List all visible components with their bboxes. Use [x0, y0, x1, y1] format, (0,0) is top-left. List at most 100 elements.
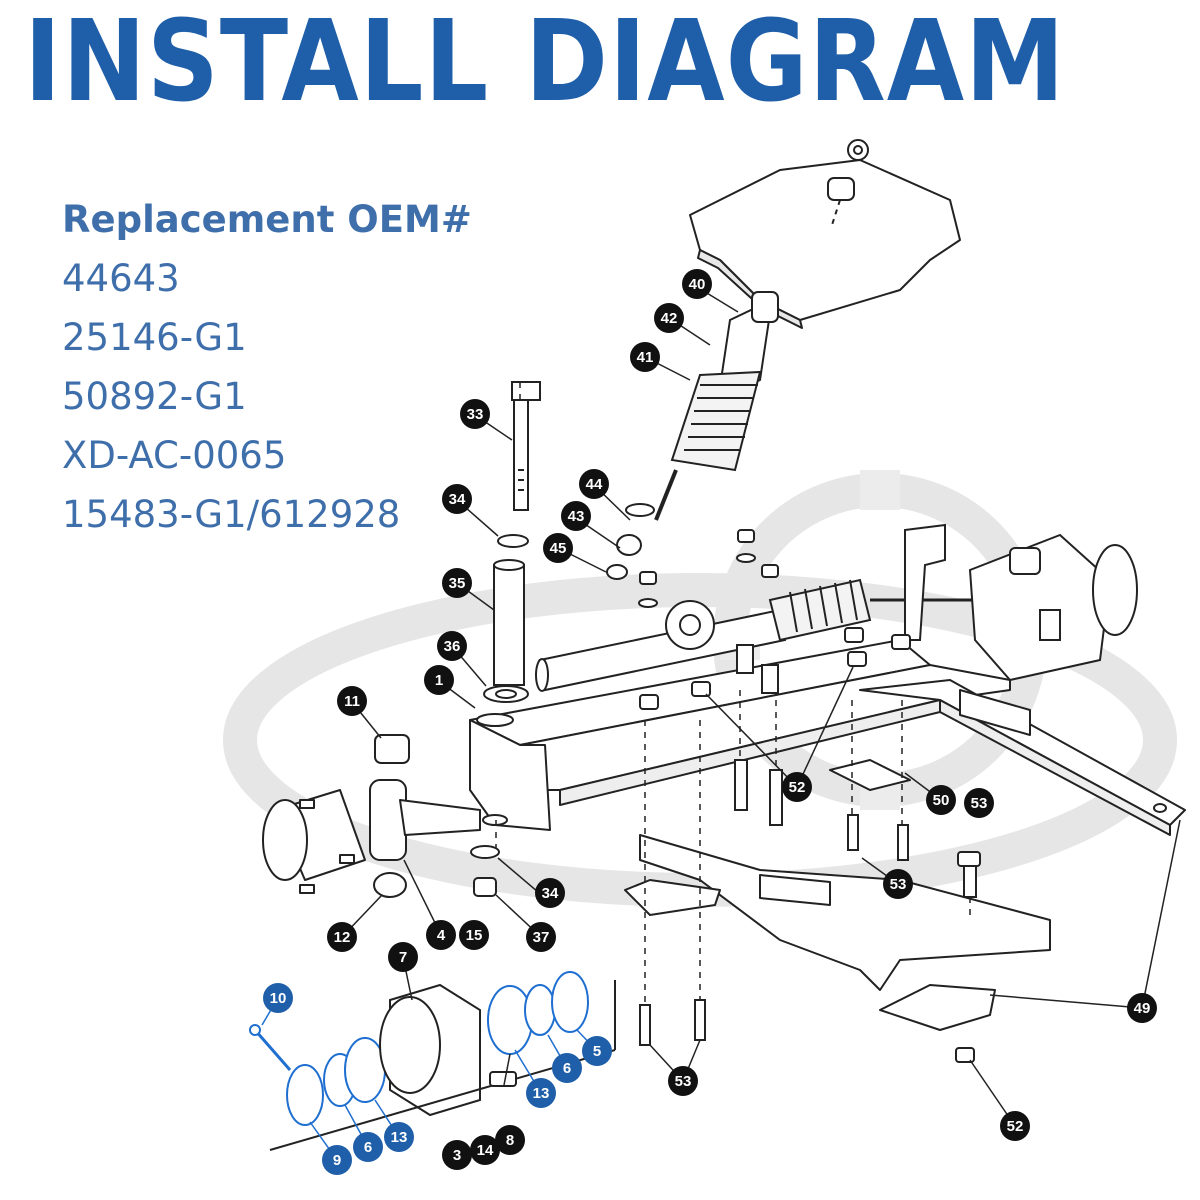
callout-label: 10 [270, 990, 287, 1007]
callout-label: 6 [364, 1139, 372, 1156]
callout-40: 40 [682, 269, 712, 299]
callout-49: 49 [1127, 993, 1157, 1023]
callout-3: 3 [442, 1140, 472, 1170]
callout-10: 10 [263, 983, 293, 1013]
callout-circle [353, 1132, 383, 1162]
callout-circle [630, 342, 660, 372]
callout-50: 50 [926, 785, 956, 815]
callout-circle [883, 869, 913, 899]
callout-circle [1000, 1111, 1030, 1141]
callout-5: 5 [582, 1036, 612, 1066]
steering-rack [535, 578, 1000, 692]
callout-label: 35 [449, 575, 466, 592]
callout-circle [470, 1135, 500, 1165]
callout-37: 37 [526, 922, 556, 952]
callout-circle [668, 1066, 698, 1096]
callout-label: 9 [333, 1152, 341, 1169]
callout-1: 1 [424, 665, 454, 695]
callout-11: 11 [337, 686, 367, 716]
callout-label: 33 [467, 406, 484, 423]
dashed-guides [495, 380, 971, 1005]
callout-33: 33 [460, 399, 490, 429]
callout-circle [654, 303, 684, 333]
callout-circle [384, 1122, 414, 1152]
callout-label: 3 [453, 1147, 461, 1164]
callout-35: 35 [442, 568, 472, 598]
callout-circle [782, 772, 812, 802]
callout-44: 44 [579, 469, 609, 499]
callout-label: 6 [563, 1060, 571, 1077]
nuts-and-washers [470, 503, 975, 1063]
oem-list: Replacement OEM# 44643 25146-G1 50892-G1… [62, 190, 472, 544]
callout-label: 52 [789, 779, 806, 796]
callout-circle [327, 922, 357, 952]
callout-13: 13 [384, 1122, 414, 1152]
callout-label: 11 [344, 693, 360, 710]
callout-label: 14 [477, 1142, 494, 1159]
oem-number: 15483-G1/612928 [62, 493, 401, 536]
callout-label: 49 [1134, 1000, 1151, 1017]
callout-circle [337, 686, 367, 716]
callout-circle [459, 920, 489, 950]
callout-15: 15 [459, 920, 489, 950]
oem-heading: Replacement OEM# [62, 198, 472, 241]
callout-circle [424, 665, 454, 695]
callout-circle [460, 399, 490, 429]
callout-circle [682, 269, 712, 299]
callout-45: 45 [543, 533, 573, 563]
callout-label: 53 [971, 795, 988, 812]
callout-circle [322, 1145, 352, 1175]
callout-label: 1 [435, 672, 443, 689]
callout-label: 4 [437, 927, 446, 944]
callout-circle [442, 568, 472, 598]
callout-label: 15 [466, 927, 483, 944]
leaf-spring [859, 679, 1186, 836]
callout-14: 14 [470, 1135, 500, 1165]
callout-34: 34 [442, 484, 472, 514]
callout-circle [582, 1036, 612, 1066]
hub-bearing-parts [249, 971, 589, 1126]
callout-53: 53 [883, 869, 913, 899]
callout-13: 13 [526, 1078, 556, 1108]
oem-number: 44643 [62, 257, 180, 300]
callout-label: 13 [391, 1129, 408, 1146]
callout-36: 36 [437, 631, 467, 661]
king-pin-bolt [483, 381, 541, 703]
callout-circle [442, 1140, 472, 1170]
callout-circle [552, 1053, 582, 1083]
callout-label: 7 [399, 949, 407, 966]
page-title: INSTALL DIAGRAM [24, 0, 1066, 127]
callout-52: 52 [782, 772, 812, 802]
callout-label: 43 [568, 508, 585, 525]
lower-spring-plate [624, 759, 1051, 1031]
mount-bushing [827, 139, 869, 226]
oem-number: XD-AC-0065 [62, 434, 287, 477]
callout-4: 4 [426, 920, 456, 950]
callout-9: 9 [322, 1145, 352, 1175]
callout-circle [1127, 993, 1157, 1023]
callout-label: 12 [334, 929, 351, 946]
callout-label: 34 [542, 885, 559, 902]
callout-label: 13 [533, 1085, 550, 1102]
callout-label: 36 [444, 638, 461, 655]
callout-label: 34 [449, 491, 466, 508]
callout-label: 52 [1007, 1118, 1024, 1135]
callout-label: 53 [675, 1073, 692, 1090]
callout-43: 43 [561, 501, 591, 531]
callout-circle [526, 922, 556, 952]
callout-label: 44 [586, 476, 603, 493]
callout-52: 52 [1000, 1111, 1030, 1141]
callout-circle [388, 942, 418, 972]
right-hub-assembly [968, 533, 1138, 682]
left-spindle-assembly [262, 734, 481, 898]
oem-number: 25146-G1 [62, 316, 247, 359]
callout-circle [526, 1078, 556, 1108]
oem-number: 50892-G1 [62, 375, 247, 418]
callout-34: 34 [535, 878, 565, 908]
callout-label: 45 [550, 540, 567, 557]
callout-label: 50 [933, 792, 950, 809]
callout-label: 8 [506, 1132, 514, 1149]
callout-42: 42 [654, 303, 684, 333]
